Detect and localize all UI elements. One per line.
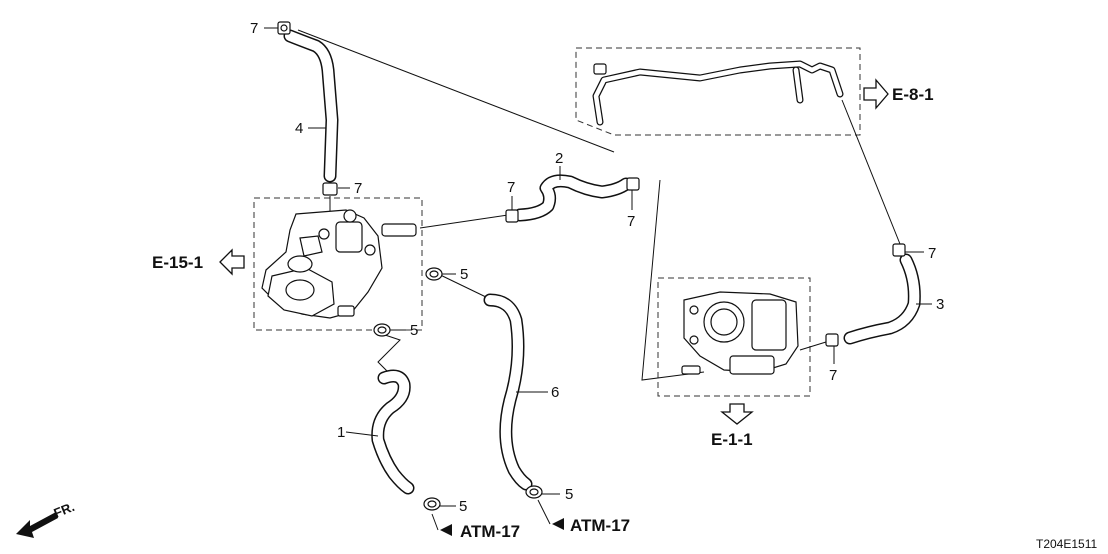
- water-outlet-group-box: [253, 197, 423, 331]
- water-pipe-group-box: [575, 47, 861, 136]
- callout-5-a: 5: [460, 266, 468, 283]
- clamp-5-a: [425, 267, 443, 281]
- ref-e15-1[interactable]: E-15-1: [152, 253, 203, 272]
- callout-3: 3: [936, 296, 944, 313]
- callout-7-tank: 7: [354, 180, 362, 197]
- hose-4: [283, 29, 339, 183]
- ref-arrow-e15-left[interactable]: [219, 248, 245, 276]
- callout-7-right-mid: 7: [627, 213, 635, 230]
- ref-e1-1[interactable]: E-1-1: [711, 430, 753, 449]
- ref-arrow-e11-down[interactable]: [720, 403, 754, 425]
- callout-4: 4: [295, 120, 303, 137]
- callout-7-pipe: 7: [928, 245, 936, 262]
- clip-7-right-mid: [626, 177, 640, 191]
- clip-7-top: [277, 21, 291, 35]
- callout-7-top: 7: [250, 20, 258, 37]
- ref-e8-1[interactable]: E-8-1: [892, 85, 934, 104]
- callout-5-b: 5: [410, 322, 418, 339]
- relation-line-hose2-throttle: [641, 179, 705, 381]
- clip-7-tb: [825, 333, 839, 347]
- ref-arrow-e81-right[interactable]: [863, 78, 889, 110]
- callout-5-c: 5: [565, 486, 573, 503]
- front-direction-label: FR.: [52, 499, 77, 521]
- clamp-5-c: [525, 485, 543, 499]
- ref-arrow-atm-left[interactable]: [431, 513, 452, 536]
- callout-5-d: 5: [459, 498, 467, 515]
- ref-arrow-atm-right[interactable]: [537, 499, 564, 530]
- callout-6: 6: [551, 384, 559, 401]
- callout-7-mid: 7: [507, 179, 515, 196]
- front-direction-arrow: [16, 512, 58, 538]
- relation-line-outlet-hose2: [419, 214, 509, 229]
- diagram-code: T204E1511: [1036, 537, 1097, 551]
- clamp-5-d: [423, 497, 441, 511]
- callout-2: 2: [555, 150, 563, 167]
- callout-1: 1: [337, 424, 345, 441]
- throttle-body-group-box: [657, 277, 811, 397]
- relation-line-water-pipe: [841, 99, 901, 245]
- hose-3: [843, 253, 921, 345]
- clip-7-mid: [505, 209, 519, 223]
- hose-6: [483, 293, 533, 491]
- ref-atm17-right[interactable]: ATM-17: [570, 516, 630, 535]
- throttle-body: [681, 291, 799, 375]
- hose-2: [513, 174, 633, 222]
- reserve-tank-nipple: [322, 182, 338, 196]
- hose-1: [371, 369, 415, 495]
- water-outlet-housing: [261, 209, 417, 319]
- ref-atm17-left[interactable]: ATM-17: [460, 522, 520, 541]
- callout-7-tb: 7: [829, 367, 837, 384]
- relation-line-outlet-hose1: [377, 333, 401, 373]
- clamp-5-b: [373, 323, 391, 337]
- clip-7-pipe: [892, 243, 906, 257]
- relation-line-top: [297, 29, 615, 153]
- water-pipe: [592, 60, 844, 126]
